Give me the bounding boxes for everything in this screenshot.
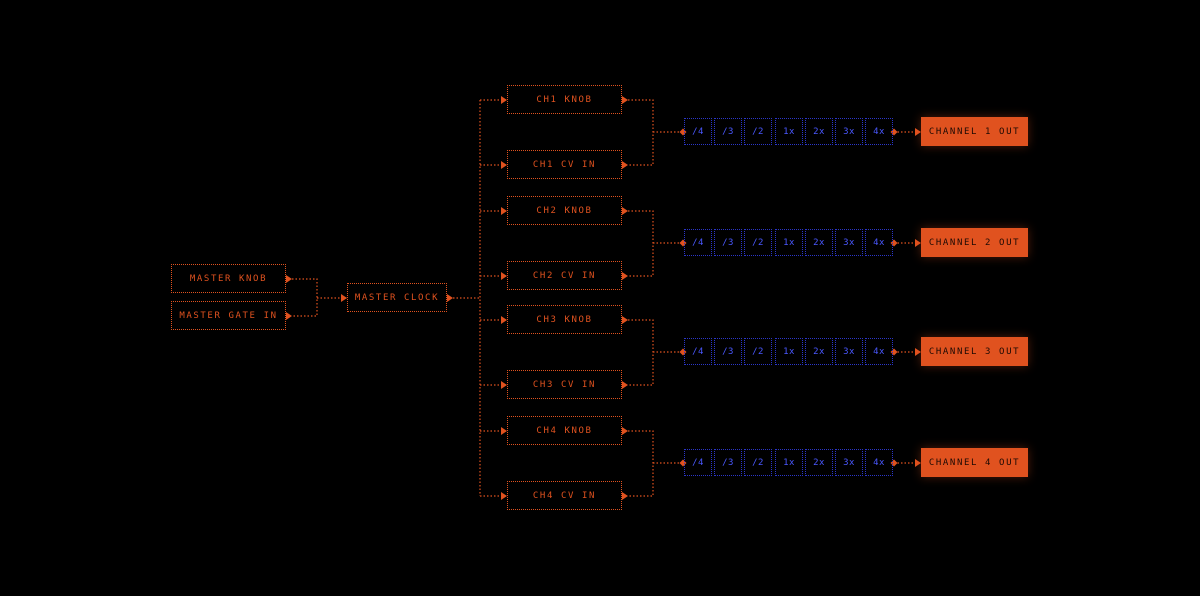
ch1-cv-input-arrow — [501, 161, 507, 169]
ch2-ratio-1x[interactable]: 1x — [775, 229, 803, 256]
ch1-cv-output-arrow — [622, 161, 628, 169]
ch1-knob-output-arrow — [622, 96, 628, 104]
ch3-ratio-div2[interactable]: /2 — [744, 338, 772, 365]
ch2-cv-in[interactable]: CH2 CV IN — [507, 261, 622, 290]
ch1-merge-wire — [628, 99, 654, 166]
ch4-ratio-div3[interactable]: /3 — [714, 449, 742, 476]
ch4-knob[interactable]: CH4 KNOB — [507, 416, 622, 445]
master-gate-arrow — [286, 312, 292, 320]
ch2-cv-output-arrow — [622, 272, 628, 280]
master-clock-output-arrow — [447, 294, 453, 302]
ch3-knob-input-arrow — [501, 316, 507, 324]
ch1-knob-input-arrow — [501, 96, 507, 104]
ch4-cv-output-arrow — [622, 492, 628, 500]
ch1-cv-in[interactable]: CH1 CV IN — [507, 150, 622, 179]
ch4-cv-in[interactable]: CH4 CV IN — [507, 481, 622, 510]
ch4-out-input-arrow — [915, 459, 921, 467]
master-clock[interactable]: MASTER CLOCK — [347, 283, 447, 312]
ch1-knob[interactable]: CH1 KNOB — [507, 85, 622, 114]
master-merge-wire — [292, 278, 318, 317]
master-clock-input-arrow — [341, 294, 347, 302]
channel-2-out[interactable]: CHANNEL 2 OUT — [921, 228, 1028, 257]
ch1-ratio-div4[interactable]: /4 — [684, 118, 712, 145]
ch3-out-input-arrow — [915, 348, 921, 356]
ch3-ratio-2x[interactable]: 2x — [805, 338, 833, 365]
ch2-ratio-2x[interactable]: 2x — [805, 229, 833, 256]
ch3-knob-output-arrow — [622, 316, 628, 324]
master-knob[interactable]: MASTER KNOB — [171, 264, 286, 293]
ch1-ratio-1x[interactable]: 1x — [775, 118, 803, 145]
ch3-ratio-div4[interactable]: /4 — [684, 338, 712, 365]
ch3-ratio-4x[interactable]: 4x — [865, 338, 893, 365]
ch2-ratio-div3[interactable]: /3 — [714, 229, 742, 256]
ch3-merge-wire — [628, 319, 654, 386]
ch2-merge-wire — [628, 210, 654, 277]
ch4-ratio-div2[interactable]: /2 — [744, 449, 772, 476]
channel-3-out[interactable]: CHANNEL 3 OUT — [921, 337, 1028, 366]
ch1-ratio-4x[interactable]: 4x — [865, 118, 893, 145]
ch1-ratio-2x[interactable]: 2x — [805, 118, 833, 145]
ch4-ratio-2x[interactable]: 2x — [805, 449, 833, 476]
ch1-out-input-arrow — [915, 128, 921, 136]
ch4-knob-input-arrow — [501, 427, 507, 435]
ch2-ratio-3x[interactable]: 3x — [835, 229, 863, 256]
ch2-knob[interactable]: CH2 KNOB — [507, 196, 622, 225]
ch3-cv-input-arrow — [501, 381, 507, 389]
channel-4-out[interactable]: CHANNEL 4 OUT — [921, 448, 1028, 477]
ch3-ratio-div3[interactable]: /3 — [714, 338, 742, 365]
ch3-cv-in[interactable]: CH3 CV IN — [507, 370, 622, 399]
ch3-ratio-1x[interactable]: 1x — [775, 338, 803, 365]
ch4-ratio-div4[interactable]: /4 — [684, 449, 712, 476]
ch2-cv-input-arrow — [501, 272, 507, 280]
ch2-knob-output-arrow — [622, 207, 628, 215]
channel-1-out[interactable]: CHANNEL 1 OUT — [921, 117, 1028, 146]
ch1-ratio-div3[interactable]: /3 — [714, 118, 742, 145]
ch4-merge-wire — [628, 430, 654, 497]
ch3-ratio-3x[interactable]: 3x — [835, 338, 863, 365]
ch2-out-input-arrow — [915, 239, 921, 247]
ch2-ratio-div2[interactable]: /2 — [744, 229, 772, 256]
ch3-knob[interactable]: CH3 KNOB — [507, 305, 622, 334]
ch4-ratio-4x[interactable]: 4x — [865, 449, 893, 476]
ch1-ratio-3x[interactable]: 3x — [835, 118, 863, 145]
ch4-ratio-1x[interactable]: 1x — [775, 449, 803, 476]
ch2-ratio-4x[interactable]: 4x — [865, 229, 893, 256]
ch1-ratio-div2[interactable]: /2 — [744, 118, 772, 145]
master-knob-arrow — [286, 275, 292, 283]
ch4-ratio-3x[interactable]: 3x — [835, 449, 863, 476]
ch3-cv-output-arrow — [622, 381, 628, 389]
ch4-knob-output-arrow — [622, 427, 628, 435]
master-gate-in[interactable]: MASTER GATE IN — [171, 301, 286, 330]
ch2-knob-input-arrow — [501, 207, 507, 215]
ch2-ratio-div4[interactable]: /4 — [684, 229, 712, 256]
ch4-cv-input-arrow — [501, 492, 507, 500]
